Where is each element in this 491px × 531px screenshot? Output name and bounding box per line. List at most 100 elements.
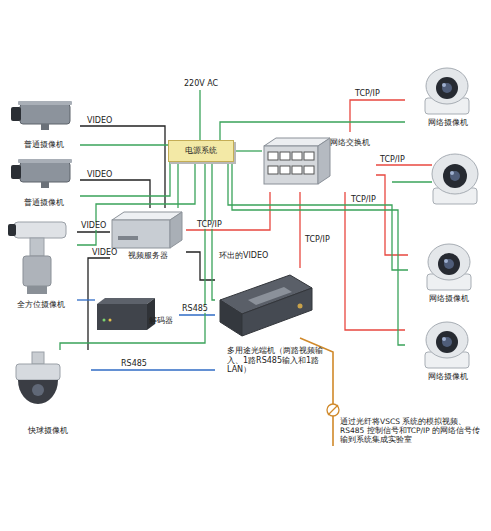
fiber-symbol	[327, 404, 339, 416]
static-wire	[200, 90, 432, 446]
node-label: 网络摄像机	[405, 118, 490, 128]
node-label: 网络交换机	[330, 138, 376, 148]
network-switch	[292, 166, 302, 174]
decoder-box	[147, 298, 155, 330]
network-switch	[264, 138, 330, 184]
network-camera	[425, 322, 469, 368]
network-switch	[280, 166, 290, 174]
switch-node: 网络交换机	[262, 132, 376, 192]
video-server	[118, 236, 138, 240]
power-box: 电源系统	[168, 140, 234, 162]
edge-label: VIDEO	[91, 249, 118, 257]
optical-transceiver	[220, 300, 242, 336]
network-switch	[268, 152, 278, 160]
box-camera	[18, 101, 72, 105]
edge-label: VIDEO	[86, 117, 113, 125]
pan-tilt-camera	[23, 256, 51, 286]
fiber-symbol	[327, 404, 339, 416]
wire	[234, 150, 262, 151]
camera-node: 普通摄像机	[8, 156, 80, 210]
camera-node: 快球摄像机	[5, 350, 91, 440]
camera-node: 网络摄像机	[408, 238, 490, 306]
node-label: 网络摄像机	[405, 372, 490, 382]
node-label: 快球摄像机	[5, 426, 91, 436]
network-camera	[432, 154, 478, 194]
edge-label: VIDEO	[80, 222, 107, 230]
network-camera	[436, 77, 458, 99]
speed-dome	[16, 352, 60, 404]
network-switch	[318, 138, 330, 184]
pan-tilt-camera	[8, 224, 16, 236]
optical-transceiver	[298, 304, 303, 309]
video-server	[112, 220, 170, 248]
box-camera	[11, 101, 72, 130]
network-camera	[425, 68, 469, 114]
edge-label: 环出的VIDEO	[218, 252, 269, 260]
static-wire	[376, 164, 432, 165]
decoder-box	[97, 298, 155, 304]
network-camera	[426, 322, 468, 358]
box-camera	[11, 165, 21, 179]
decoder-box	[103, 319, 106, 322]
note-text: 通过光纤将VSCS 系统的模拟视频、RS485 控制信号和TCP/IP 的网络信…	[340, 417, 486, 444]
network-camera	[436, 331, 458, 353]
optical-transceiver	[220, 275, 312, 336]
network-camera	[432, 154, 478, 204]
edge-label: VIDEO	[86, 171, 113, 179]
box-camera	[41, 182, 49, 188]
wire	[77, 231, 110, 232]
static-wire	[392, 181, 432, 182]
box-camera	[41, 124, 49, 130]
wire	[179, 314, 215, 315]
node-label: 全方位摄像机	[5, 300, 77, 310]
box-camera	[18, 159, 72, 163]
video-server	[112, 212, 182, 248]
network-camera	[450, 171, 454, 175]
network-camera	[444, 259, 448, 263]
optical-transceiver	[248, 287, 292, 305]
edge-label: TCP/IP	[354, 90, 381, 98]
camera-node: 网络摄像机	[405, 64, 490, 132]
network-camera	[442, 83, 452, 93]
network-switch	[264, 146, 318, 184]
edge-label: RS485	[181, 305, 209, 313]
camera-node: 普通摄像机	[8, 98, 80, 152]
wire	[91, 369, 215, 370]
network-camera	[426, 68, 468, 104]
network-camera	[442, 337, 452, 347]
network-switch	[292, 152, 302, 160]
wire	[212, 162, 215, 300]
transceiver-node: 多用途光端机（两路视频输入、1路RS485输入和1路LAN）	[215, 268, 337, 386]
network-camera	[443, 164, 467, 188]
camera-node: 网络摄像机	[405, 316, 490, 386]
network-switch	[304, 152, 314, 160]
wire	[220, 122, 405, 140]
node-label: 视频服务器	[110, 251, 186, 261]
speed-dome	[32, 384, 44, 396]
wire	[186, 252, 215, 280]
wire	[60, 162, 205, 350]
edge-label: RS485	[120, 360, 148, 368]
box-camera	[20, 162, 70, 182]
node-label: 普通摄像机	[8, 198, 80, 208]
decoder-node: 解码器	[95, 294, 179, 336]
speed-dome	[16, 364, 60, 380]
box-camera	[20, 104, 70, 124]
network-switch	[280, 152, 290, 160]
wire	[177, 162, 178, 208]
pan-tilt-camera	[30, 238, 44, 256]
network-camera	[428, 244, 470, 280]
node-label: 普通摄像机	[8, 140, 80, 150]
server-node: 视频服务器	[110, 208, 186, 264]
wire	[77, 299, 95, 300]
network-switch	[268, 166, 278, 174]
node-label: 电源系统	[169, 146, 233, 156]
fiber-symbol	[328, 405, 338, 415]
box-camera	[11, 159, 72, 188]
network-camera	[427, 244, 471, 290]
